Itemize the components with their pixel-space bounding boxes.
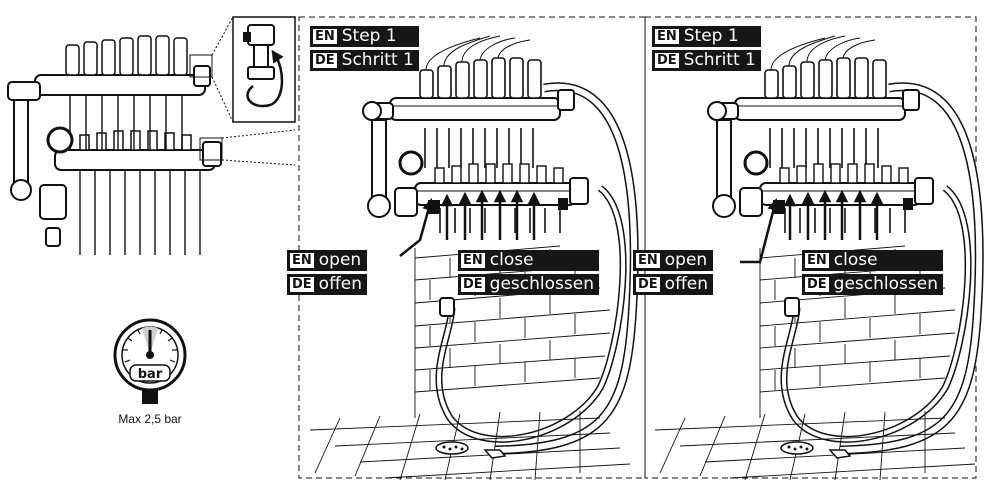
gauge-unit: bar bbox=[138, 367, 163, 382]
step-text-en: Step 1 bbox=[683, 26, 739, 46]
de-tag: DE bbox=[655, 53, 679, 68]
panel-1-frame bbox=[298, 16, 646, 479]
step-text-de: Schritt 1 bbox=[683, 50, 756, 70]
en-tag: EN bbox=[290, 253, 314, 268]
close-text-de: geschlossen bbox=[833, 274, 938, 294]
open-text-de: offen bbox=[318, 274, 363, 294]
gauge-caption: Max 2,5 bar bbox=[118, 412, 182, 426]
de-tag: DE bbox=[805, 277, 829, 292]
en-tag: EN bbox=[461, 253, 485, 268]
en-tag: EN bbox=[805, 253, 829, 268]
de-tag: DE bbox=[636, 277, 660, 292]
panel-2-close-label: EN close DE geschlossen bbox=[802, 250, 943, 295]
open-text-en: open bbox=[664, 250, 708, 270]
de-tag: DE bbox=[290, 277, 314, 292]
panel-1-step-label: EN Step 1 DE Schritt 1 bbox=[310, 26, 419, 71]
de-tag: DE bbox=[313, 53, 337, 68]
panel-2-arrows bbox=[740, 189, 884, 264]
zoom-box-bottom bbox=[199, 137, 223, 161]
close-text-de: geschlossen bbox=[489, 274, 594, 294]
panel-1-close-label: EN close DE geschlossen bbox=[458, 250, 599, 295]
panel-1-open-label: EN open DE offen bbox=[287, 250, 368, 295]
step-text-en: Step 1 bbox=[341, 26, 397, 46]
de-tag: DE bbox=[461, 277, 485, 292]
en-tag: EN bbox=[655, 29, 679, 44]
step-text-de: Schritt 1 bbox=[341, 50, 414, 70]
en-tag: EN bbox=[636, 253, 660, 268]
panel-1-arrows bbox=[399, 189, 541, 257]
overview-manifold bbox=[7, 35, 222, 255]
open-text-de: offen bbox=[664, 274, 709, 294]
close-text-en: close bbox=[489, 250, 534, 270]
panel-2-step-label: EN Step 1 DE Schritt 1 bbox=[652, 26, 761, 71]
panel-2-open-label: EN open DE offen bbox=[633, 250, 714, 295]
en-tag: EN bbox=[313, 29, 337, 44]
pressure-gauge: bar bbox=[113, 318, 187, 404]
zoom-box-top bbox=[189, 54, 213, 78]
vent-detail-inset bbox=[232, 16, 296, 123]
close-text-en: close bbox=[833, 250, 878, 270]
open-text-en: open bbox=[318, 250, 362, 270]
